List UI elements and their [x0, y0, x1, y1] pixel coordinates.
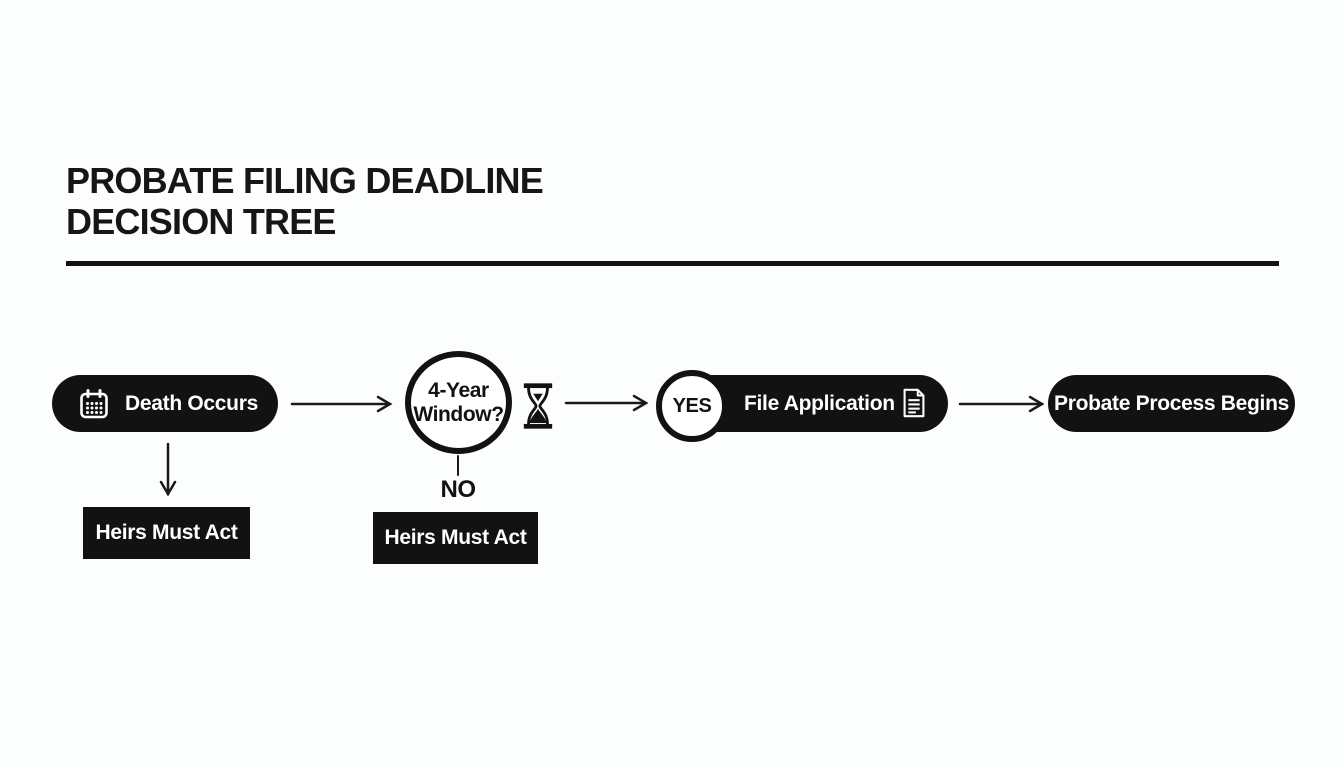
page-title-line1: PROBATE FILING DEADLINE — [66, 160, 544, 201]
calendar-icon — [78, 388, 110, 420]
arrowhead-decision-to-yes — [632, 394, 649, 412]
node-probate-process-begins-label: Probate Process Begins — [1054, 391, 1289, 415]
yes-badge: YES — [656, 370, 728, 442]
node-file-application-label: File Application — [744, 392, 895, 415]
node-death-occurs: Death Occurs — [52, 375, 278, 432]
node-decision-label-line1: 4-Year — [428, 378, 489, 402]
yes-badge-label: YES — [672, 394, 712, 417]
no-badge: NO — [440, 476, 477, 503]
page-title: PROBATE FILING DEADLINE DECISION TREE — [66, 160, 544, 242]
arrowhead-file-to-end — [1028, 395, 1045, 413]
node-death-occurs-label: Death Occurs — [125, 391, 258, 415]
arrowhead-death-to-heirs — [159, 480, 177, 497]
arrowhead-death-to-decision — [376, 395, 393, 413]
node-decision-4-year-window: 4-Year Window? — [405, 351, 512, 454]
hourglass-icon — [521, 383, 555, 429]
document-icon — [898, 387, 930, 419]
node-heirs-must-act-left: Heirs Must Act — [83, 507, 250, 559]
node-heirs-must-act-right-label: Heirs Must Act — [384, 526, 527, 549]
node-heirs-must-act-right: Heirs Must Act — [373, 512, 538, 564]
node-decision-label-line2: Window? — [413, 402, 504, 426]
node-heirs-must-act-left-label: Heirs Must Act — [95, 521, 238, 544]
node-file-application: File Application — [684, 375, 948, 432]
page-title-line2: DECISION TREE — [66, 201, 336, 242]
node-probate-process-begins: Probate Process Begins — [1048, 375, 1295, 432]
title-divider — [66, 261, 1279, 266]
